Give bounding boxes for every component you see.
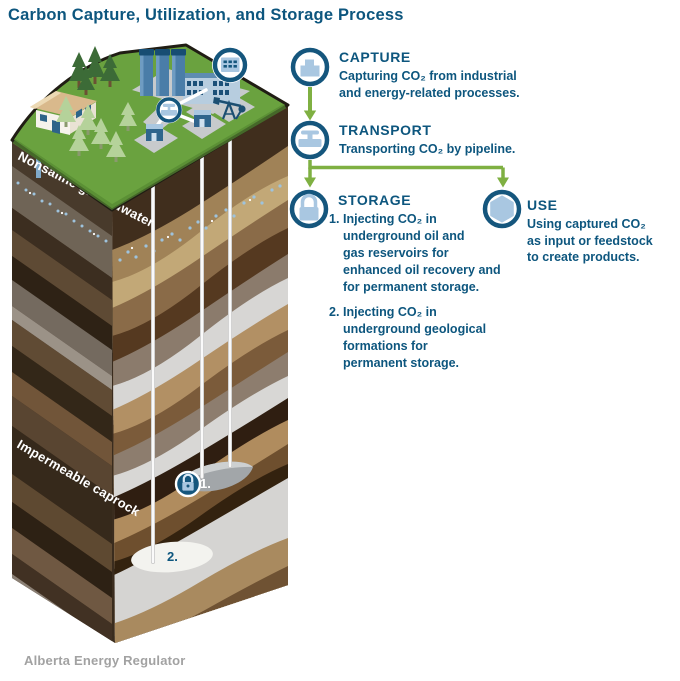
use-line: as input or feedstock bbox=[527, 233, 653, 248]
padlock-icon bbox=[299, 193, 319, 221]
wells bbox=[151, 113, 232, 564]
storage-item-text: Injecting CO₂ in underground geological … bbox=[343, 305, 487, 370]
wellhead-2 bbox=[194, 110, 211, 127]
use-description: Using captured CO₂ as input or feedstock… bbox=[527, 216, 653, 266]
transport-heading: TRANSPORT bbox=[339, 122, 432, 138]
transport-step-icon bbox=[290, 120, 330, 160]
factory-icon bbox=[300, 59, 320, 77]
transport-description: Transporting CO₂ by pipeline. bbox=[339, 141, 515, 158]
capture-line: Capturing CO₂ from industrial bbox=[339, 69, 517, 83]
credit-text: Alberta Energy Regulator bbox=[24, 653, 186, 668]
transport-marker-valve-icon bbox=[155, 96, 183, 124]
groundwater-dots-front bbox=[118, 184, 282, 262]
flow-connectors bbox=[303, 87, 509, 188]
capture-line: and energy-related processes. bbox=[339, 85, 520, 100]
reservoir-lock-icon bbox=[174, 470, 202, 498]
storage-item-number: 1. bbox=[329, 212, 340, 226]
storage-step-icon bbox=[289, 189, 329, 229]
use-heading: USE bbox=[527, 197, 558, 213]
reservoir-2-label: 2. bbox=[167, 549, 178, 564]
use-step-icon bbox=[482, 189, 522, 229]
capture-description: Capturing CO₂ from industrial and energy… bbox=[339, 68, 520, 101]
surface bbox=[10, 43, 290, 212]
storage-item-number: 2. bbox=[329, 305, 340, 319]
groundwater-dots-left bbox=[16, 181, 108, 243]
storage-heading: STORAGE bbox=[338, 192, 412, 208]
use-line: Using captured CO₂ bbox=[527, 217, 646, 231]
geology-block: 1. 2. Nonsaline groundwater Impermeable … bbox=[10, 43, 290, 643]
capture-heading: CAPTURE bbox=[339, 49, 411, 65]
capture-marker-factory-icon bbox=[212, 47, 248, 83]
smokestacks bbox=[139, 49, 186, 96]
pumpjack-icon bbox=[213, 97, 246, 120]
capture-step-icon bbox=[290, 47, 330, 87]
storage-item-text: Injecting CO₂ in underground oil and gas… bbox=[343, 212, 501, 294]
evergreen-trees-light-icon bbox=[56, 96, 137, 162]
wellhead-1 bbox=[146, 124, 163, 141]
reservoir-1-label: 1. bbox=[200, 476, 211, 491]
use-line: to create products. bbox=[527, 250, 640, 264]
storage-item-1: 1. Injecting CO₂ in underground oil and … bbox=[329, 211, 501, 296]
pipeline-valve-icon bbox=[298, 130, 322, 147]
evergreen-trees-dark-icon bbox=[69, 46, 120, 95]
storage-item-2: 2. Injecting CO₂ in underground geologic… bbox=[329, 304, 486, 372]
transport-line: Transporting CO₂ by pipeline. bbox=[339, 142, 516, 156]
page-title: Carbon Capture, Utilization, and Storage… bbox=[8, 6, 404, 24]
hexagon-icon bbox=[490, 195, 514, 223]
